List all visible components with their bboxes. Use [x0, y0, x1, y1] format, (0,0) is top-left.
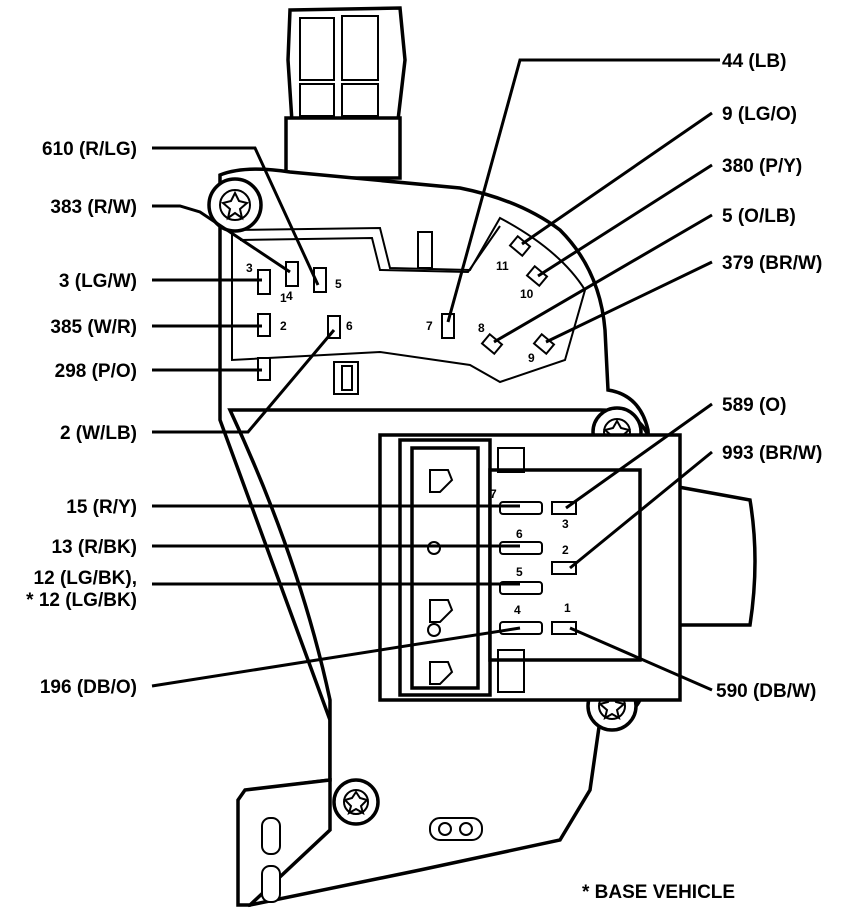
lower-pin-3: 3: [562, 517, 569, 531]
label-298: 298 (P/O): [55, 361, 137, 382]
label-12-b: * 12 (LG/BK): [26, 590, 137, 611]
pin-4: 4: [286, 289, 293, 303]
label-589: 589 (O): [722, 395, 786, 416]
label-383: 383 (R/W): [50, 197, 137, 218]
switch-housing: [207, 6, 757, 908]
label-5: 5 (O/LB): [722, 206, 796, 227]
label-610: 610 (R/LG): [42, 139, 137, 160]
pin-11: 11: [496, 259, 509, 273]
lower-pin-1: 1: [564, 601, 571, 615]
base-vehicle-footnote: * BASE VEHICLE: [582, 882, 735, 903]
label-380: 380 (P/Y): [722, 156, 802, 177]
lower-pin-2: 2: [562, 543, 569, 557]
pin-3: 3: [246, 261, 253, 275]
lower-pin-7: 7: [490, 487, 497, 501]
label-15: 15 (R/Y): [66, 497, 137, 518]
pin-10: 10: [520, 287, 534, 301]
label-13: 13 (R/BK): [51, 537, 137, 558]
lower-pin-4: 4: [514, 603, 521, 617]
wire-labels: 610 (R/LG) 383 (R/W) 3 (LG/W) 385 (W/R) …: [26, 51, 822, 702]
label-196: 196 (DB/O): [40, 677, 137, 698]
upper-pin-numbers: 1 2 3 4 5 6 7 8 9 10 11: [246, 259, 535, 365]
label-2: 2 (W/LB): [60, 423, 137, 444]
pin-1: 1: [280, 291, 287, 305]
lower-pin-numbers: 1 2 3 4 5 6 7: [490, 487, 571, 617]
leader-lines: [151, 58, 720, 692]
label-44: 44 (LB): [722, 51, 786, 72]
label-993: 993 (BR/W): [722, 443, 822, 464]
pin-2: 2: [280, 319, 287, 333]
pin-6: 6: [346, 319, 353, 333]
pin-8: 8: [478, 321, 485, 335]
label-379: 379 (BR/W): [722, 253, 822, 274]
label-590: 590 (DB/W): [716, 681, 816, 702]
label-9: 9 (LG/O): [722, 104, 797, 125]
pin-7: 7: [426, 319, 433, 333]
label-3: 3 (LG/W): [59, 271, 137, 292]
lower-pin-5: 5: [516, 565, 523, 579]
lower-pin-6: 6: [516, 527, 523, 541]
pin-5: 5: [335, 277, 342, 291]
label-12-a: 12 (LG/BK),: [34, 568, 137, 589]
label-385: 385 (W/R): [50, 317, 137, 338]
pin-9: 9: [528, 351, 535, 365]
